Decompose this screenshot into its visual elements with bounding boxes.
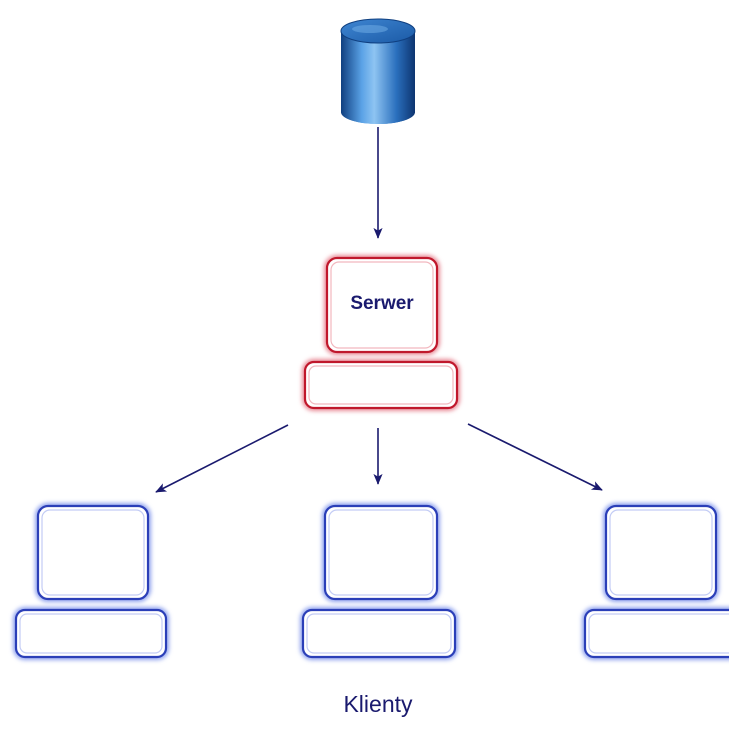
client-center-base <box>301 608 457 659</box>
client-right-base <box>583 608 729 659</box>
client-center-monitor <box>323 504 439 601</box>
server-label: Serwer <box>350 293 414 314</box>
server-monitor <box>325 256 439 354</box>
client-left-monitor <box>36 504 150 601</box>
arrow-server-to-client-left <box>155 424 289 493</box>
clients-label: Klienty <box>343 691 413 717</box>
client-right-monitor <box>604 504 718 601</box>
arrow-server-to-client-right <box>467 423 603 491</box>
database-cylinder-icon <box>340 18 416 124</box>
server-base <box>303 360 459 410</box>
client-computer-icon <box>300 503 458 660</box>
client-left-base <box>14 608 168 659</box>
client-computer-icon <box>582 503 729 660</box>
server-computer-icon <box>302 255 460 411</box>
client-computer-icon <box>13 503 169 660</box>
